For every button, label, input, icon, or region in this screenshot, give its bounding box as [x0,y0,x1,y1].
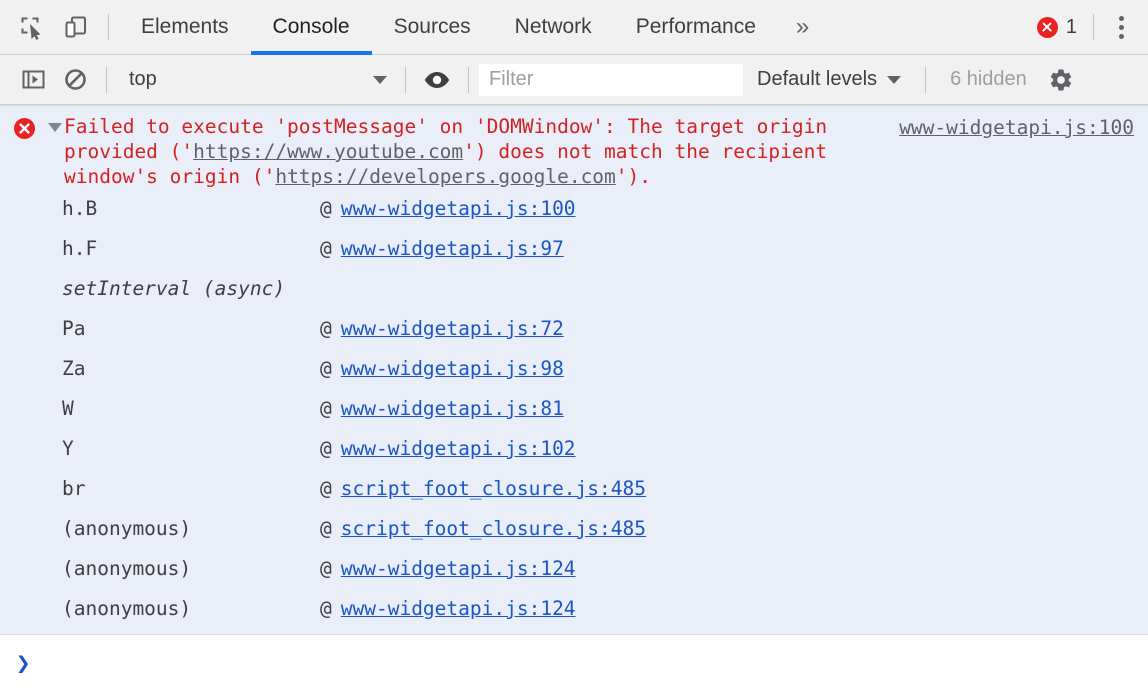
hidden-messages-label: 6 hidden [950,68,1027,90]
console-toolbar-divider-3 [468,66,469,93]
stack-frame-function: Za [62,357,86,380]
tab-network-label: Network [514,15,592,38]
console-message-list[interactable]: www-widgetapi.js:100 Failed to execute '… [0,105,1148,634]
chevron-down-icon [887,75,902,84]
tab-console[interactable]: Console [250,0,372,55]
stack-frame-function: h.F [62,237,98,260]
hidden-messages-count: 6 hidden [936,68,1041,91]
stack-frame: (anonymous) @ script_foot_closure.js:485 [0,517,1148,557]
error-text-0: Failed to execute 'postMessage' on 'DOMW… [64,115,839,163]
stack-frame: (anonymous) @ www-widgetapi.js:124 [0,597,1148,634]
stack-frame-function: Pa [62,317,86,340]
stack-frame-at: @ [320,357,332,380]
tab-elements[interactable]: Elements [119,0,251,55]
stack-frame-link[interactable]: script_foot_closure.js:485 [340,477,646,500]
stack-frame-at: @ [320,557,332,580]
stack-frame-at: @ [320,197,332,220]
panel-tabs: Elements Console Sources Network Perform… [119,0,827,55]
error-source-link[interactable]: www-widgetapi.js:100 [899,116,1134,139]
console-toolbar-divider-4 [925,66,927,93]
console-toolbar-divider-2 [405,66,406,93]
stack-frame: h.F @ www-widgetapi.js:97 [0,237,1148,277]
console-prompt-input[interactable] [40,646,1148,679]
tab-console-label: Console [272,15,350,38]
tabbar-right-controls: 1 [1031,10,1148,44]
main-menu-icon[interactable] [1104,10,1138,44]
stack-frame-link[interactable]: www-widgetapi.js:124 [340,597,576,620]
stack-frame: W @ www-widgetapi.js:81 [0,397,1148,437]
expand-triangle-icon[interactable] [48,123,62,132]
tab-performance-label: Performance [635,15,756,38]
tab-elements-label: Elements [141,15,229,38]
stack-frame-at: @ [320,397,332,420]
more-tabs-icon: » [795,13,810,40]
error-text-2: ') does not match the recipient window's… [64,140,839,188]
tabbar-right-divider [1093,14,1094,40]
stack-frame: setInterval (async) [0,277,1148,317]
stack-frame-link[interactable]: www-widgetapi.js:81 [340,397,564,420]
stack-frame: (anonymous) @ www-widgetapi.js:124 [0,557,1148,597]
stack-frame-link[interactable]: www-widgetapi.js:102 [340,437,576,460]
log-levels-label: Default levels [757,68,878,90]
stack-frame-link[interactable]: www-widgetapi.js:72 [340,317,564,340]
tab-network[interactable]: Network [493,0,614,55]
error-count-label: 1 [1065,15,1077,38]
console-toolbar: top Default levels 6 hidden [0,55,1148,105]
stack-frame: Pa @ www-widgetapi.js:72 [0,317,1148,357]
stack-frame-link[interactable]: www-widgetapi.js:97 [340,237,564,260]
device-toolbar-icon[interactable] [54,7,98,47]
error-icon [1036,16,1058,38]
stack-frame: Y @ www-widgetapi.js:102 [0,437,1148,477]
stack-frame: br @ script_foot_closure.js:485 [0,477,1148,517]
stack-frame-function: h.B [62,197,98,220]
devtools-tabbar: Elements Console Sources Network Perform… [0,0,1148,55]
tab-sources-label: Sources [393,15,471,38]
log-levels-selector[interactable]: Default levels [743,62,915,98]
live-expression-eye-icon[interactable] [416,62,458,98]
gear-icon[interactable] [1041,62,1081,98]
stack-frame-link[interactable]: www-widgetapi.js:100 [340,197,576,220]
more-tabs-button[interactable]: » [778,0,827,55]
error-message-text: Failed to execute 'postMessage' on 'DOMW… [0,114,1134,189]
tab-performance[interactable]: Performance [614,0,778,55]
console-sidebar-toggle-icon[interactable] [12,62,54,98]
inspect-element-icon[interactable] [10,7,54,47]
stack-frame-function: Y [62,437,74,460]
tab-sources[interactable]: Sources [372,0,493,55]
error-icon [14,118,35,139]
stack-frame-function: br [62,477,86,500]
prompt-chevron-icon: ❯ [16,648,31,677]
execution-context-label: top [129,68,157,90]
stack-frame-function: W [62,397,74,420]
error-count-badge[interactable]: 1 [1031,16,1083,39]
stack-frame: h.B @ www-widgetapi.js:100 [0,197,1148,237]
stack-frame-at: @ [320,477,332,500]
stack-frame-function: (anonymous) [62,597,192,620]
stack-frame-link[interactable]: www-widgetapi.js:124 [340,557,576,580]
console-error-message[interactable]: www-widgetapi.js:100 Failed to execute '… [0,105,1148,634]
stack-frame-function: (anonymous) [62,517,192,540]
stack-frame-link[interactable]: www-widgetapi.js:98 [340,357,564,380]
stack-frame-at: @ [320,437,332,460]
toolbar-divider [108,14,109,40]
error-url-1[interactable]: https://www.youtube.com [193,140,464,163]
execution-context-selector[interactable]: top [117,62,395,98]
filter-input[interactable] [479,63,743,96]
error-stack-trace: h.B @ www-widgetapi.js:100 h.F @ www-widgetap… [0,194,1148,634]
stack-frame: Za @ www-widgetapi.js:98 [0,357,1148,397]
stack-frame-at: @ [320,597,332,620]
stack-frame-at: @ [320,317,332,340]
console-toolbar-divider-1 [106,66,107,93]
stack-frame-at: @ [320,237,332,260]
console-prompt[interactable]: ❯ [0,634,1148,690]
stack-frame-link[interactable]: script_foot_closure.js:485 [340,517,646,540]
chevron-down-icon [373,75,387,84]
stack-frame-function: setInterval (async) [62,277,286,300]
clear-console-icon[interactable] [54,62,96,98]
stack-frame-function: (anonymous) [62,557,192,580]
error-url-3[interactable]: https://developers.google.com [275,165,616,188]
error-message-header: www-widgetapi.js:100 Failed to execute '… [0,106,1148,194]
error-text-4: '). [615,165,652,188]
stack-frame-at: @ [320,517,332,540]
